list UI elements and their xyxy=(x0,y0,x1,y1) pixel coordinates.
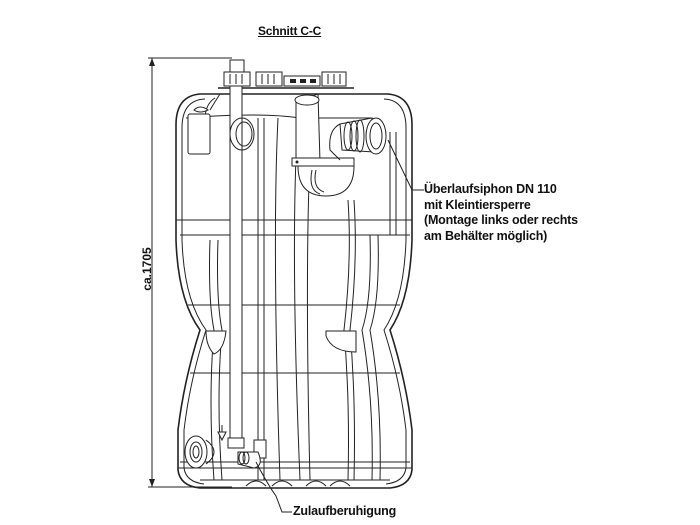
tank-body xyxy=(175,93,413,489)
wall-fitting-upper xyxy=(229,117,255,151)
siphon-leader xyxy=(387,139,424,191)
control-box xyxy=(187,93,221,155)
lower-wall-fitting xyxy=(184,435,215,469)
bottom-domes xyxy=(245,480,351,487)
height-dimension-label: ca.1705 xyxy=(140,247,154,291)
level-arrow xyxy=(217,425,227,442)
dimension-line xyxy=(148,57,232,488)
overflow-siphon-callout: Überlaufsiphon DN 110 mit Kleintiersperr… xyxy=(424,182,578,244)
inlet-calming-callout: Zulaufberuhigung xyxy=(293,504,397,518)
section-title: Schnitt C-C xyxy=(258,24,322,38)
top-lids xyxy=(218,59,354,89)
inlet-elbow xyxy=(237,439,267,469)
callout-line-4: am Behälter möglich) xyxy=(424,228,548,243)
callout-line-3: (Montage links oder rechts xyxy=(424,213,578,227)
overflow-siphon xyxy=(291,93,387,197)
suction-pipe xyxy=(227,85,245,449)
callout-line-1: Überlaufsiphon DN 110 xyxy=(424,182,557,196)
inlet-leader xyxy=(255,461,292,513)
side-pockets xyxy=(205,330,357,355)
callout-line-2: mit Kleintiersperre xyxy=(424,197,531,212)
